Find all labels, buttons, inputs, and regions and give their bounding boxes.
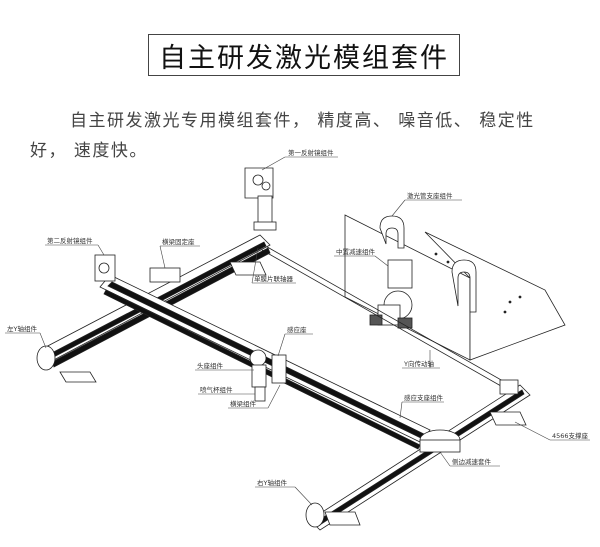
head-assembly: [249, 349, 287, 402]
label-support-4566: 4566支撑座: [552, 431, 589, 440]
label-beam-mount: 横梁固定座: [162, 237, 195, 246]
right-y-rail: [305, 379, 531, 531]
label-second-mirror: 第二反射镜组件: [47, 236, 93, 245]
label-first-mirror: 第一反射镜组件: [288, 148, 334, 157]
label-y-shaft: Y向传动轴: [403, 359, 434, 368]
second-mirror: [94, 254, 116, 282]
page-title: 自主研发激光模组套件: [159, 42, 449, 74]
y-drive-shaft: [261, 243, 511, 391]
label-nozzle: 喷气杯组件: [200, 385, 233, 394]
label-center-reducer: 中置减速组件: [336, 247, 376, 256]
label-tube-support: 激光管支座组件: [407, 191, 453, 200]
tube-support-2: [451, 259, 477, 313]
tube-support-1: [379, 215, 405, 249]
label-right-y: 右Y轴组件: [257, 478, 287, 487]
label-sensor-seat: 感应座: [287, 325, 307, 334]
description: 自主研发激光专用模组套件， 精度高、 噪音低、 稳定性好， 速度快。: [30, 111, 535, 161]
label-side-reducer: 侧边减速套件: [452, 457, 492, 466]
label-beam-assembly: 横梁组件: [230, 399, 257, 408]
label-head-seat: 头座组件: [197, 361, 224, 370]
side-reducer: [419, 429, 461, 453]
label-coupling: 单膜片联轴器: [254, 274, 294, 283]
label-left-y: 左Y轴组件: [7, 324, 37, 333]
center-reducer: [369, 259, 413, 329]
beam-mount: [149, 267, 181, 283]
label-sensor-support: 感应支座组件: [404, 393, 444, 402]
title-box: 自主研发激光模组套件: [148, 34, 460, 76]
first-mirror-tower: [244, 167, 277, 231]
